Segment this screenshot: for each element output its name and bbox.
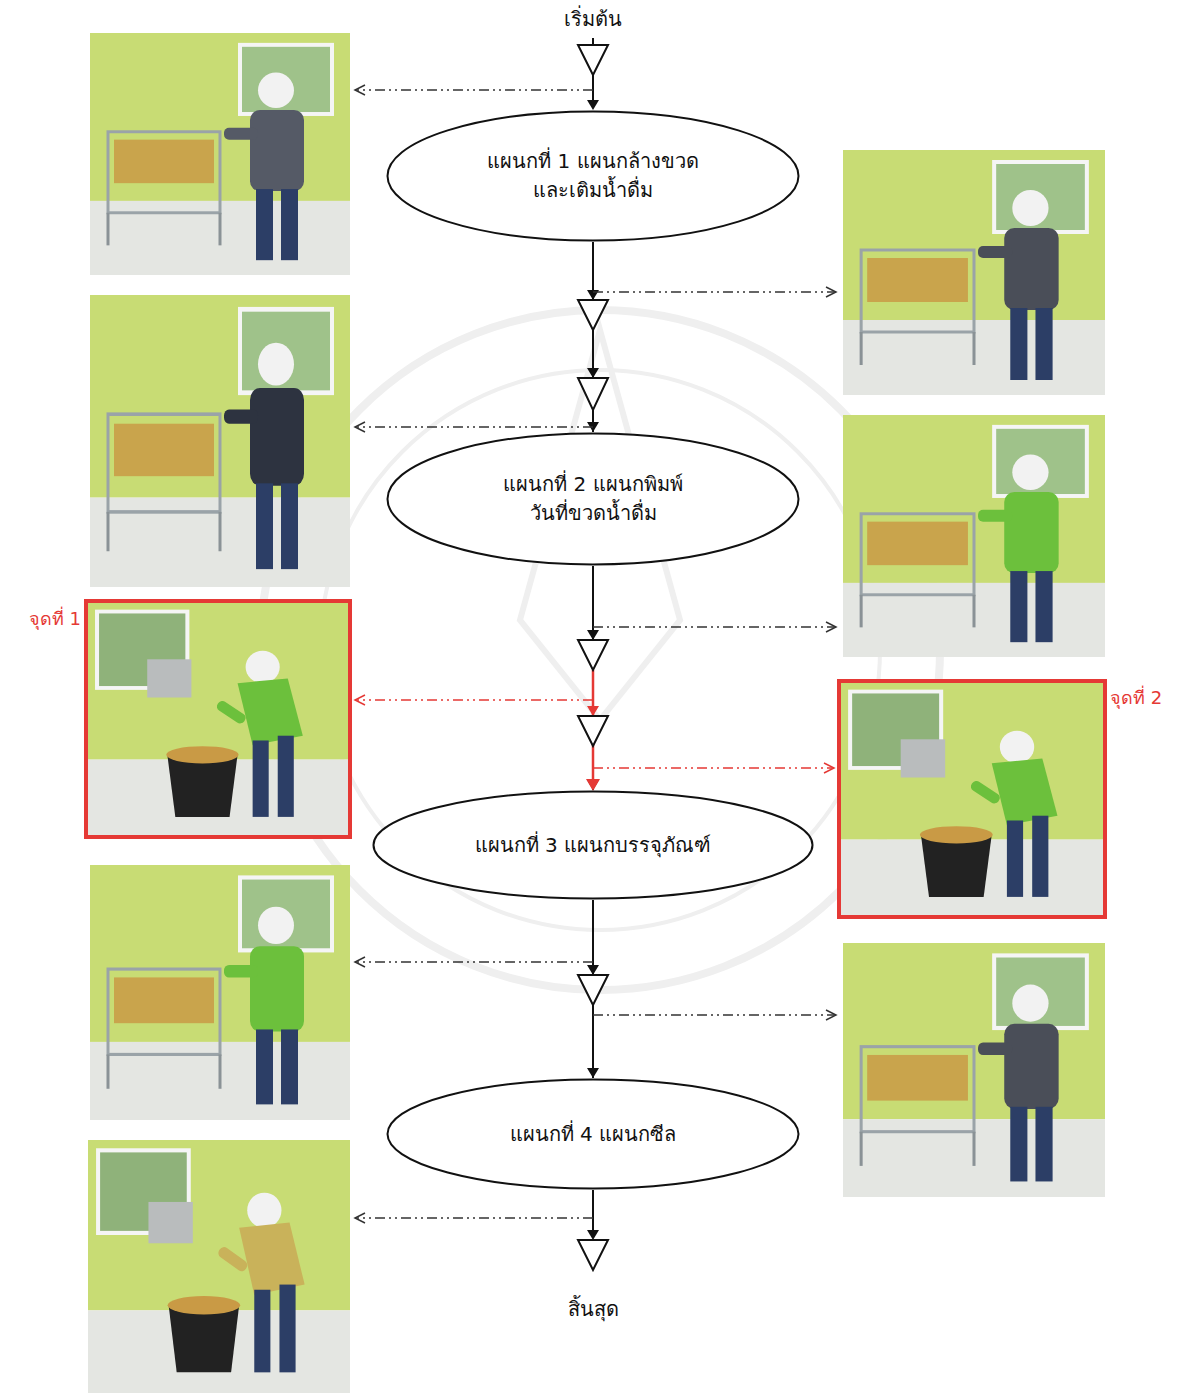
photo xyxy=(843,943,1105,1197)
photo xyxy=(843,415,1105,657)
node-label: แผนกที่ 3 แผนกบรรจุภัณฑ์ xyxy=(475,831,711,860)
arrowhead xyxy=(587,1068,599,1078)
process-ellipse: แผนกที่ 3 แผนกบรรจุภัณฑ์ xyxy=(372,790,814,900)
ellipse-outline xyxy=(386,432,800,566)
arrowhead xyxy=(587,780,599,790)
process-ellipse: แผนกที่ 4 แผนกซีล xyxy=(386,1078,800,1190)
photo xyxy=(843,150,1105,395)
callout-label: จุดที่ 1 xyxy=(29,607,81,630)
callout-label: จุดที่ 2 xyxy=(1110,686,1162,709)
node-label: แผนกที่ 4 แผนกซีล xyxy=(510,1120,676,1149)
terminal-label: สิ้นสุด xyxy=(568,1296,619,1322)
photo xyxy=(90,295,350,587)
highlight-frame xyxy=(86,601,350,837)
highlight-frame xyxy=(839,681,1105,917)
photo xyxy=(87,602,348,836)
node-content: แผนกที่ 2 แผนกพิมพ์ วันที่ขวดน้ำดื่ม xyxy=(386,432,800,566)
dashed-arrow xyxy=(355,90,836,1218)
node-label: แผนกที่ 1 แผนกล้างขวด และเติมน้ำดื่ม xyxy=(481,147,706,205)
node-content: แผนกที่ 3 แผนกบรรจุภัณฑ์ xyxy=(372,790,814,900)
photo xyxy=(88,1140,350,1393)
photo xyxy=(90,33,350,275)
highlight-dashed-arrow xyxy=(355,695,834,773)
ellipse-outline xyxy=(386,110,800,242)
flow-connector xyxy=(587,566,599,790)
photo xyxy=(90,865,350,1120)
dashed-arrowhead xyxy=(355,85,836,1223)
process-ellipse: แผนกที่ 2 แผนกพิมพ์ วันที่ขวดน้ำดื่ม xyxy=(386,432,800,566)
connector-line xyxy=(592,566,594,790)
node-content: แผนกที่ 1 แผนกล้างขวด และเติมน้ำดื่ม xyxy=(386,110,800,242)
photo xyxy=(840,682,1103,916)
terminal-label: เริ่มต้น xyxy=(564,6,622,32)
process-ellipse: แผนกที่ 1 แผนกล้างขวด และเติมน้ำดื่ม xyxy=(386,110,800,242)
node-content: แผนกที่ 4 แผนกซีล xyxy=(386,1078,800,1190)
node-label: แผนกที่ 2 แผนกพิมพ์ วันที่ขวดน้ำดื่ม xyxy=(497,470,689,528)
